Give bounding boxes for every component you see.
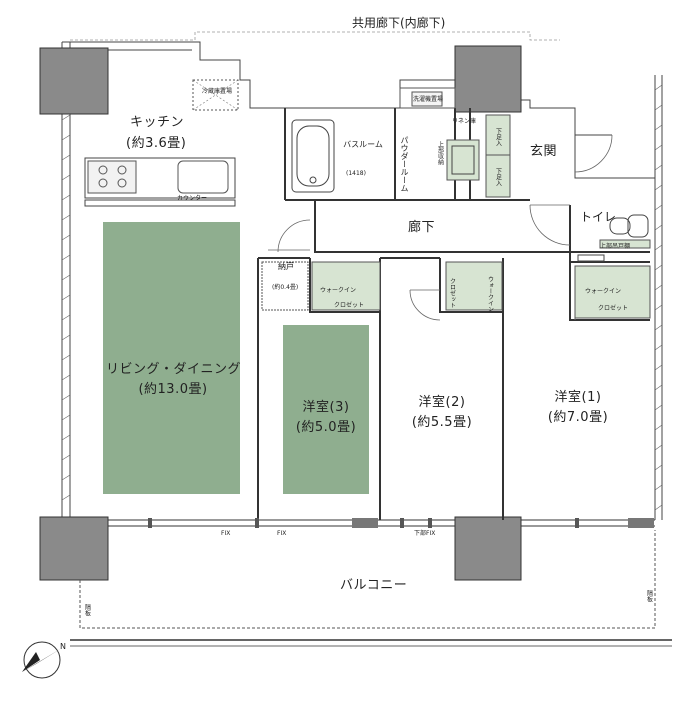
column-ne bbox=[454, 45, 522, 113]
kitchen-size: (約3.6畳) bbox=[126, 136, 187, 151]
living-label: リビング・ダイニング bbox=[106, 362, 242, 377]
room2-label: 洋室(2) bbox=[418, 395, 466, 410]
fix-label-2: FIX bbox=[277, 530, 287, 537]
powder-label: パウダールーム bbox=[400, 136, 409, 192]
kitchen-label: キッチン bbox=[130, 115, 185, 130]
room3-label: 洋室(3) bbox=[302, 400, 350, 415]
toilet-shelf-label: 上部吊戸棚 bbox=[600, 243, 631, 250]
storage-box bbox=[261, 261, 309, 311]
room3-size: (約5.0畳) bbox=[295, 420, 357, 435]
counter-label: カウンター bbox=[177, 195, 208, 202]
entrance-label: 玄関 bbox=[530, 144, 558, 159]
wic-room2 bbox=[445, 261, 503, 311]
hallway-label: 廊下 bbox=[408, 220, 436, 235]
wic1-label: ウォークイン bbox=[585, 288, 622, 295]
compass-north-label: N bbox=[60, 642, 66, 651]
toilet-bowl bbox=[627, 214, 649, 238]
linen-label: リネン庫 bbox=[452, 118, 477, 125]
fix-label-3: 下部FIX bbox=[414, 530, 436, 537]
wic2-sub: クロゼット bbox=[448, 278, 456, 308]
living-room-fill bbox=[103, 222, 240, 494]
pipe-space-label: 冷蔵庫置場 bbox=[201, 88, 232, 95]
north-wall bbox=[62, 41, 455, 109]
column-se bbox=[454, 516, 522, 581]
living-size: (約13.0畳) bbox=[138, 382, 208, 397]
wic1-sub: クロゼット bbox=[598, 305, 629, 312]
fix-label-1: FIX bbox=[221, 530, 231, 537]
room2-size: (約5.5畳) bbox=[411, 415, 473, 430]
bath-size: (1418) bbox=[346, 170, 366, 177]
bath-label: バスルーム bbox=[343, 140, 383, 149]
storage-size: (約0.4畳) bbox=[272, 284, 299, 291]
column-sw bbox=[39, 516, 109, 581]
stove bbox=[87, 160, 137, 194]
wic3-label: ウォークイン bbox=[320, 287, 357, 294]
bathtub bbox=[296, 125, 330, 187]
wic-room1 bbox=[574, 265, 651, 319]
upper-storage-label: 上部収納 bbox=[436, 140, 444, 165]
wic3-sub: クロゼット bbox=[334, 302, 365, 309]
sink bbox=[177, 160, 229, 194]
wic2-label: ウォークイン bbox=[486, 276, 494, 312]
storage-label: 納戸 bbox=[278, 262, 294, 271]
column-nw bbox=[39, 47, 109, 115]
partition-right: 隔板 bbox=[645, 590, 653, 602]
balcony-label: バルコニー bbox=[340, 578, 408, 593]
shoe-storage-2: 下足入 bbox=[494, 168, 502, 186]
room1-label: 洋室(1) bbox=[554, 390, 602, 405]
corridor-label: 共用廊下(内廊下) bbox=[352, 16, 446, 30]
compass-icon bbox=[22, 641, 62, 679]
room3-fill bbox=[283, 325, 369, 494]
wic-room3 bbox=[311, 261, 381, 311]
room1-size: (約7.0畳) bbox=[547, 410, 609, 425]
toilet-label: トイレ bbox=[580, 210, 617, 224]
partition-left: 隔板 bbox=[83, 604, 91, 616]
shoe-storage-1: 下足入 bbox=[494, 128, 502, 146]
laundry-label: 洗濯機置場 bbox=[412, 96, 443, 103]
